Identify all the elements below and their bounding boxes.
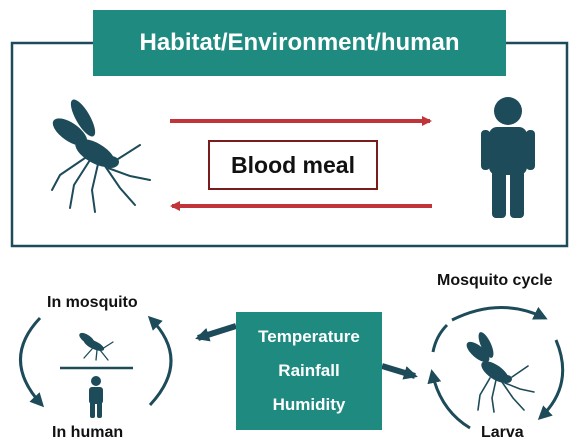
blood-meal-label: Blood meal (231, 152, 355, 179)
arrow-to-right-cycle (382, 366, 415, 376)
title-text: Habitat/Environment/human (139, 29, 459, 57)
right-cycle-arc-right (540, 340, 563, 418)
title-banner: Habitat/Environment/human (93, 10, 506, 76)
in-human-label: In human (52, 424, 123, 442)
small-mosquito-icon (77, 331, 113, 360)
arrow-to-left-cycle (198, 326, 236, 338)
person-icon (481, 97, 535, 218)
mosquito-cycle-label: Mosquito cycle (437, 272, 553, 290)
mosquito-icon (48, 96, 150, 212)
larva-label: Larva (481, 424, 524, 442)
right-cycle-arc-left (433, 325, 447, 352)
factor-rainfall: Rainfall (278, 354, 339, 388)
environmental-factors-box: Temperature Rainfall Humidity (236, 312, 382, 430)
factor-temperature: Temperature (258, 320, 360, 354)
left-cycle-arc-right (150, 318, 171, 405)
small-person-icon (89, 376, 103, 418)
factor-humidity: Humidity (273, 388, 346, 422)
cycle-mosquito-icon (463, 330, 534, 412)
right-cycle-arc-bottom (432, 372, 470, 428)
blood-meal-box: Blood meal (208, 140, 378, 190)
left-cycle-arc-left (20, 318, 42, 405)
right-cycle-arc-top (452, 307, 545, 320)
in-mosquito-label: In mosquito (47, 294, 138, 312)
